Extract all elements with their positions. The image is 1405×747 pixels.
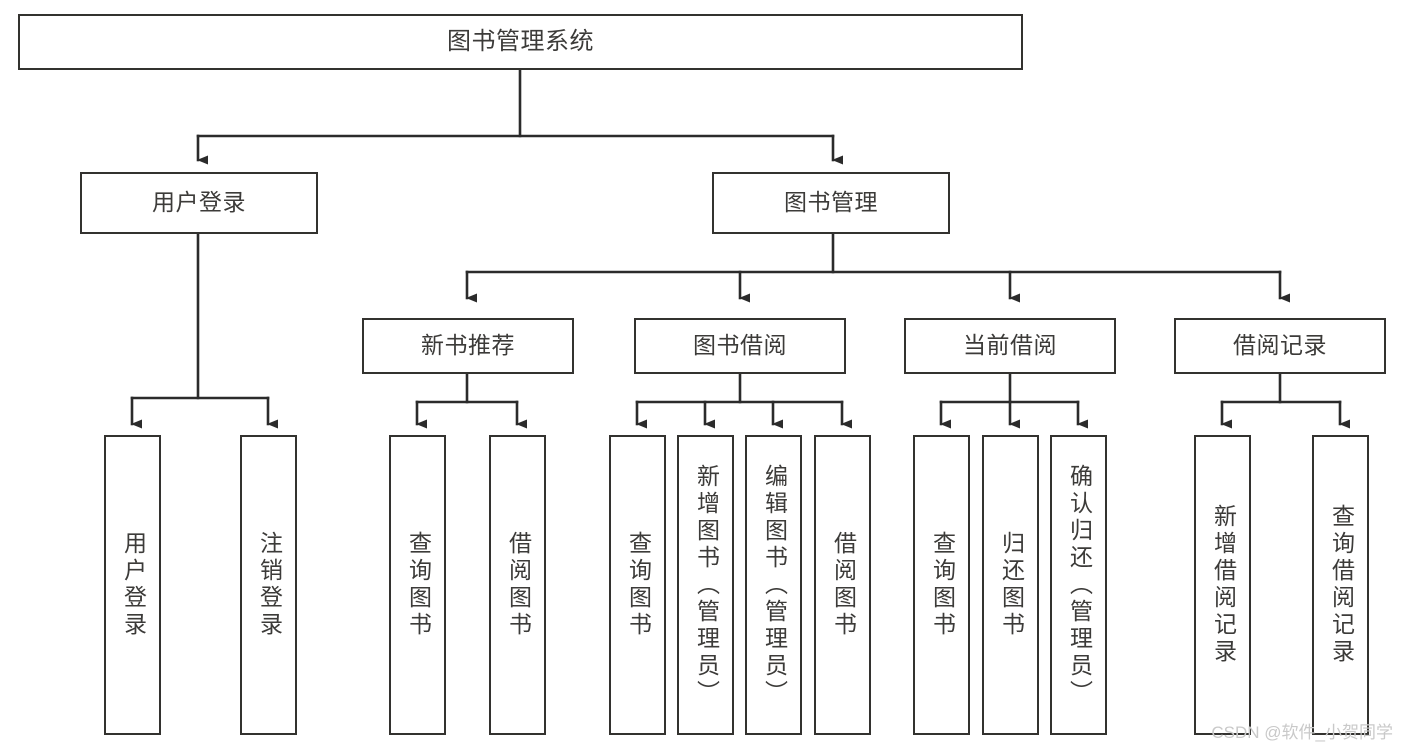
node-borrow-records[interactable]: 借阅记录 xyxy=(1174,318,1386,374)
leaf-new-books-query[interactable]: 查询图书 xyxy=(389,435,446,735)
leaf-user-login-logout[interactable]: 注销登录 xyxy=(240,435,297,735)
leaf-current-confirm-return-admin[interactable]: 确认归还（管理员） xyxy=(1050,435,1107,735)
leaf-current-query-book[interactable]: 查询图书 xyxy=(913,435,970,735)
node-label: 图书管理系统 xyxy=(447,27,594,55)
node-book-management[interactable]: 图书管理 xyxy=(712,172,950,234)
leaf-borrow-query-book[interactable]: 查询图书 xyxy=(609,435,666,735)
node-new-book-recommend[interactable]: 新书推荐 xyxy=(362,318,574,374)
leaf-current-return-book[interactable]: 归还图书 xyxy=(982,435,1039,735)
node-root-system[interactable]: 图书管理系统 xyxy=(18,14,1023,70)
leaf-new-books-borrow[interactable]: 借阅图书 xyxy=(489,435,546,735)
node-label: 查询图书 xyxy=(929,531,956,639)
node-label: 注销登录 xyxy=(256,531,283,639)
node-label: 用户登录 xyxy=(120,531,147,639)
node-label: 借阅记录 xyxy=(1233,332,1327,359)
node-label: 当前借阅 xyxy=(963,332,1057,359)
node-label: 新增图书（管理员） xyxy=(693,463,720,707)
node-label: 新增借阅记录 xyxy=(1210,504,1237,666)
node-label: 用户登录 xyxy=(152,189,246,216)
leaf-records-query-record[interactable]: 查询借阅记录 xyxy=(1312,435,1369,735)
node-label: 图书管理 xyxy=(784,189,878,216)
node-label: 确认归还（管理员） xyxy=(1066,463,1093,707)
node-label: 编辑图书（管理员） xyxy=(761,463,788,707)
node-book-borrow[interactable]: 图书借阅 xyxy=(634,318,846,374)
node-label: 借阅图书 xyxy=(505,531,532,639)
leaf-records-add-record[interactable]: 新增借阅记录 xyxy=(1194,435,1251,735)
node-label: 查询借阅记录 xyxy=(1328,504,1355,666)
node-current-borrow[interactable]: 当前借阅 xyxy=(904,318,1116,374)
node-label: 查询图书 xyxy=(625,531,652,639)
leaf-borrow-borrow-book[interactable]: 借阅图书 xyxy=(814,435,871,735)
node-user-login[interactable]: 用户登录 xyxy=(80,172,318,234)
node-label: 借阅图书 xyxy=(830,531,857,639)
leaf-borrow-add-book-admin[interactable]: 新增图书（管理员） xyxy=(677,435,734,735)
watermark-text: CSDN @软件_小贺同学 xyxy=(1211,723,1393,742)
node-label: 查询图书 xyxy=(405,531,432,639)
leaf-borrow-edit-book-admin[interactable]: 编辑图书（管理员） xyxy=(745,435,802,735)
leaf-user-login-login[interactable]: 用户登录 xyxy=(104,435,161,735)
node-label: 归还图书 xyxy=(998,531,1025,639)
node-label: 新书推荐 xyxy=(421,332,515,359)
node-label: 图书借阅 xyxy=(693,332,787,359)
